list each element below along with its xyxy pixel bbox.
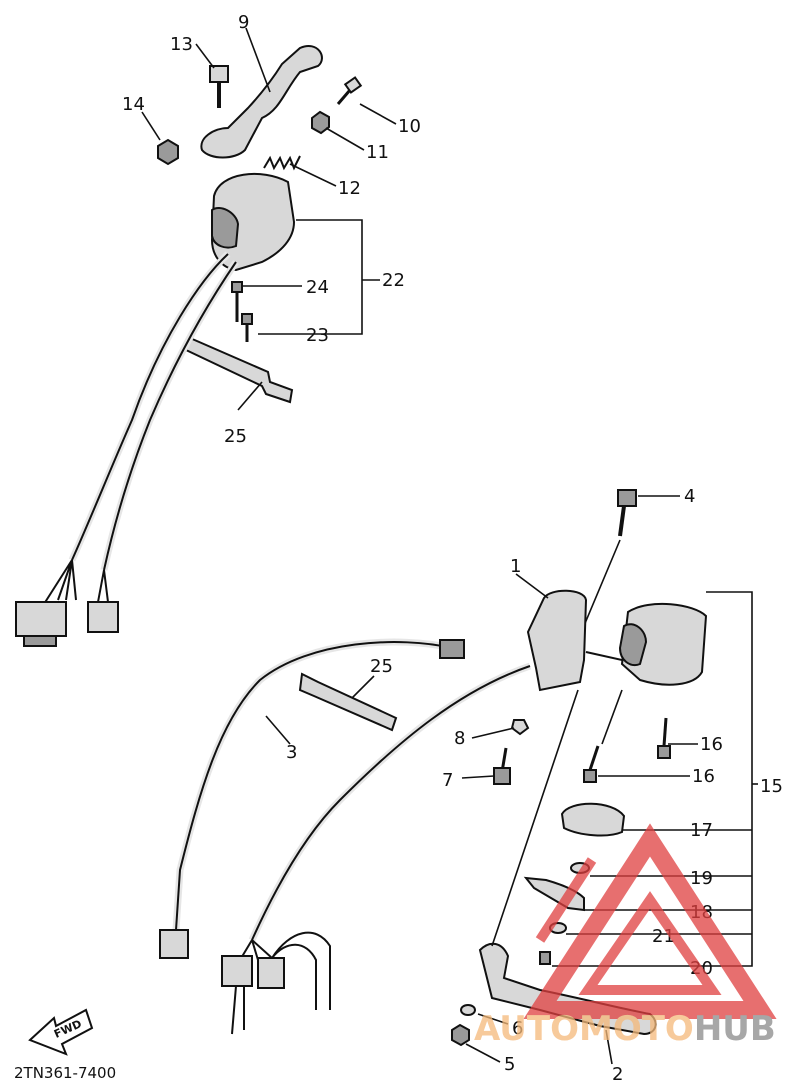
callout-4: 4 <box>684 486 695 507</box>
holder-bolt-part <box>617 489 637 537</box>
callout-24: 24 <box>306 277 329 298</box>
callout-1: 1 <box>510 556 521 577</box>
lever-washer-part <box>460 1004 476 1016</box>
callout-13: 13 <box>170 34 193 55</box>
housing-screw-short-part <box>241 313 253 342</box>
document-number: 2TN361-7400 <box>14 1064 116 1082</box>
callout-14: 14 <box>122 94 145 115</box>
watermark-text-moto: MOTO <box>579 1009 694 1049</box>
cable-band-part <box>184 336 294 404</box>
adjuster-nut-part <box>311 110 330 135</box>
callout-5: 5 <box>504 1054 515 1075</box>
switch-screw-long-part <box>657 717 671 759</box>
callout-3: 3 <box>286 742 297 763</box>
callout-25-lower: 25 <box>370 656 393 677</box>
callout-9: 9 <box>238 12 249 33</box>
callout-8: 8 <box>454 728 465 749</box>
callout-16-lower: 16 <box>692 766 715 787</box>
callout-25-upper: 25 <box>224 426 247 447</box>
left-handlebar-switch-assembly <box>15 45 363 647</box>
watermark-triangle-logo <box>523 823 777 1019</box>
clutch-lever-part <box>200 45 323 159</box>
callout-2: 2 <box>612 1064 623 1085</box>
callout-19: 19 <box>690 868 713 889</box>
lower-cable-band-part <box>298 672 398 732</box>
right-switch-housing-part <box>620 602 708 686</box>
switch-base-part <box>560 802 626 837</box>
fwd-arrow: FWD <box>28 1008 94 1056</box>
right-switch-connector <box>221 931 331 1035</box>
callout-22: 22 <box>382 270 405 291</box>
adjuster-screw-part <box>336 76 363 105</box>
left-switch-connector-a <box>15 559 77 647</box>
clamp-bolt-part <box>493 747 511 785</box>
automotohub-watermark: AUTOMOTOHUB <box>474 823 777 1049</box>
callout-12: 12 <box>338 178 361 199</box>
callout-23: 23 <box>306 325 329 346</box>
callout-labels: 9 13 14 10 11 12 24 22 23 25 4 1 25 3 8 … <box>122 12 783 1085</box>
callout-7: 7 <box>442 770 453 791</box>
callout-16-upper: 16 <box>700 734 723 755</box>
svg-text:AUTOMOTOHUB: AUTOMOTOHUB <box>474 1009 776 1049</box>
small-screw-part <box>539 951 551 965</box>
left-switch-connector-b <box>87 569 119 633</box>
right-handlebar-assembly <box>159 489 708 1047</box>
housing-screw-long-part <box>231 281 243 322</box>
nut-part <box>157 138 179 166</box>
callout-6: 6 <box>512 1018 523 1039</box>
cable-connector-part <box>159 929 189 959</box>
switch-screw-short-part <box>583 745 600 783</box>
lever-nut-part <box>451 1023 470 1047</box>
watermark-text-hub: HUB <box>694 1009 776 1049</box>
watermark-text-auto: AUTO <box>474 1009 579 1049</box>
cable-end-part <box>439 639 465 659</box>
brake-holder-part <box>526 589 588 692</box>
clamp-washer-part <box>510 719 530 736</box>
callout-10: 10 <box>398 116 421 137</box>
lever-pivot-bolt-part <box>209 65 229 108</box>
callout-11: 11 <box>366 142 389 163</box>
callout-15: 15 <box>760 776 783 797</box>
callout-17: 17 <box>690 820 713 841</box>
